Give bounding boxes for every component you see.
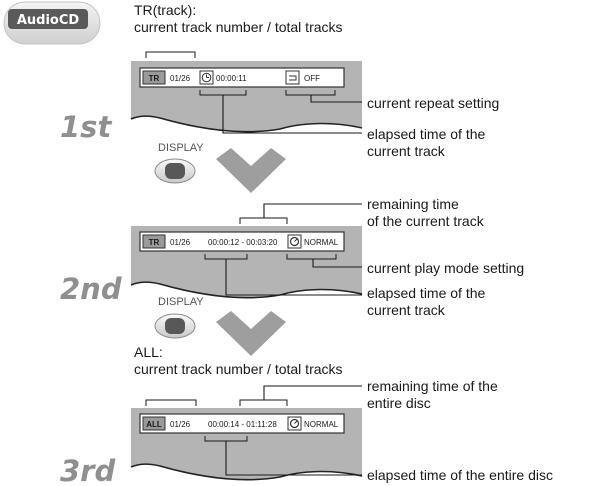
tr-mode-icon: TR [149, 238, 160, 247]
osd-track-number: 01/26 [170, 420, 191, 429]
tr-header-line1: TR(track): [134, 2, 196, 18]
play-mode-icon [287, 416, 302, 431]
osd-track-number: 01/26 [170, 74, 191, 83]
osd-repeat-setting: OFF [304, 74, 320, 83]
step-1-label: 1st [60, 110, 112, 144]
tr-mode-icon: TR [149, 74, 160, 83]
osd-play-mode: NORMAL [304, 238, 339, 247]
step-2-label: 2nd [60, 272, 122, 306]
elapsed-track-callout-2: elapsed time of the [367, 285, 486, 301]
remaining-track-callout-2: of the current track [367, 213, 485, 229]
play-mode-callout: current play mode setting [367, 260, 524, 276]
chevron-down-icon [216, 148, 286, 193]
all-header-line2: current track number / total tracks [134, 361, 343, 377]
osd-track-number: 01/26 [170, 238, 191, 247]
elapsed-track-callout-2b: current track [367, 302, 446, 318]
osd-elapsed-time: 00:00:11 [216, 74, 247, 83]
elapsed-track-callout-1: elapsed time of the [367, 126, 486, 142]
audio-cd-label: AudioCD [17, 13, 80, 28]
repeat-icon [285, 70, 300, 85]
display-button-2-label: DISPLAY [158, 296, 204, 308]
display-button-1[interactable] [154, 158, 196, 184]
step-3-label: 3rd [60, 454, 115, 486]
audio-cd-badge: AudioCD [3, 1, 101, 45]
all-mode-icon: ALL [146, 420, 162, 429]
remaining-disc-callout-2: entire disc [367, 395, 431, 411]
remaining-disc-callout-1: remaining time of the [367, 378, 498, 394]
screen-panel-2: TR 01/26 00:00:12 - 00:03:20 NORMAL [130, 226, 363, 299]
elapsed-track-callout-1b: current track [367, 143, 446, 159]
elapsed-disc-callout: elapsed time of the entire disc [367, 467, 553, 483]
remaining-track-callout-1: remaining time [367, 196, 459, 212]
all-header-line1: ALL: [134, 344, 163, 360]
tr-header-line2: current track number / total tracks [134, 19, 343, 35]
osd-elapsed-remaining-time: 00:00:12 - 00:03:20 [208, 238, 278, 247]
chevron-down-icon [216, 311, 286, 356]
screen-panel-3: ALL 01/26 00:00:14 - 01:11:28 NORMAL [130, 408, 363, 481]
display-button-2[interactable] [154, 313, 196, 339]
clock-icon [199, 70, 214, 85]
display-button-1-label: DISPLAY [158, 142, 204, 154]
osd-elapsed-remaining-time: 00:00:14 - 01:11:28 [208, 420, 277, 429]
screen-panel-1: TR 01/26 00:00:11 OFF [130, 61, 363, 133]
osd-play-mode: NORMAL [304, 420, 339, 429]
repeat-setting-callout: current repeat setting [367, 95, 499, 111]
play-mode-icon [287, 234, 302, 249]
